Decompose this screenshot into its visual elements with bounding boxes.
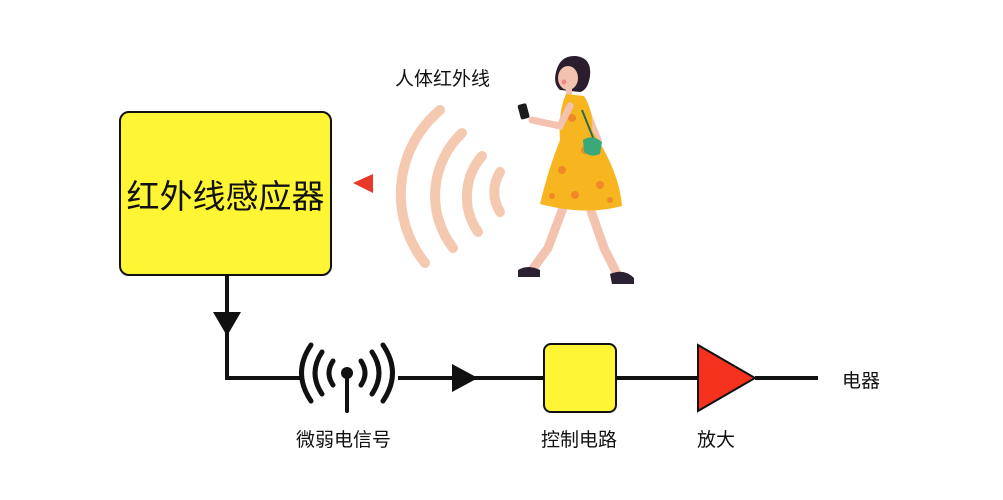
antenna-icon: [299, 342, 395, 413]
infrared-sensor-box: 红外线感应器: [119, 111, 332, 276]
sensor-label: 红外线感应器: [126, 176, 325, 216]
control-circuit-label: 控制电路: [541, 429, 618, 451]
arrow-down-icon: [213, 312, 241, 336]
connector-sensor-to-signal: [225, 276, 303, 380]
incoming-ir-pointer-icon: [353, 174, 373, 193]
human-infrared-label: 人体红外线: [395, 68, 491, 90]
arrow-right-icon: [452, 364, 478, 392]
amplifier-icon: [697, 343, 757, 413]
infrared-waves-icon: [395, 105, 505, 268]
weak-signal-label: 微弱电信号: [296, 429, 392, 451]
appliance-label: 电器: [842, 370, 881, 392]
control-circuit-box: [543, 343, 617, 413]
amplify-label: 放大: [697, 429, 736, 451]
person-walking-with-phone: [517, 55, 634, 284]
